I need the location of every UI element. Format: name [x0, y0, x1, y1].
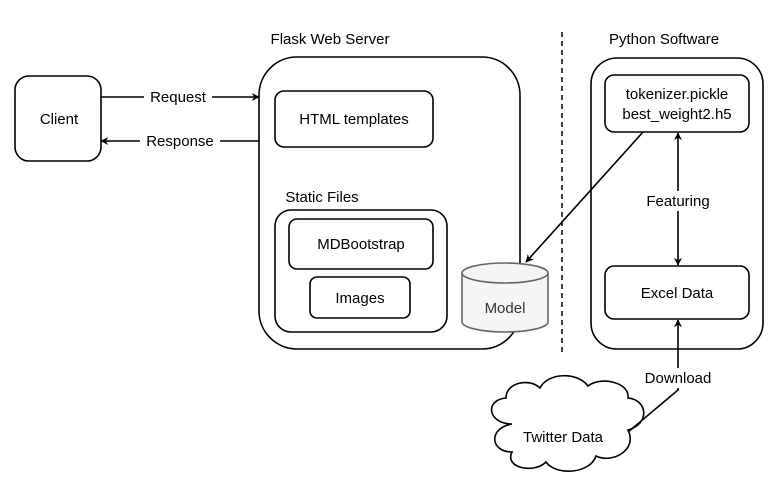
html-templates-box [274, 90, 434, 148]
weights-line2: best_weight2.h5 [622, 106, 731, 123]
images-label: Images [335, 290, 384, 307]
static-files-title: Static Files [285, 189, 358, 206]
flask-server-title: Flask Web Server [271, 31, 390, 48]
excel-data-box [604, 265, 750, 320]
request-label: Request [150, 89, 207, 106]
weights-to-model-arrow [525, 131, 644, 263]
response-label: Response [146, 133, 214, 150]
response-label-bg [140, 132, 220, 150]
client-label: Client [40, 111, 79, 128]
python-software-title: Python Software [609, 31, 719, 48]
weights-box [604, 74, 750, 133]
model-cylinder: Model [461, 262, 549, 333]
html-templates-label: HTML templates [299, 111, 408, 128]
weights-line1: tokenizer.pickle [626, 86, 729, 103]
request-label-bg [144, 88, 212, 106]
download-arrow [627, 319, 682, 433]
mdbootstrap-box [288, 218, 434, 270]
twitter-data-label: Twitter Data [523, 429, 604, 446]
featuring-label: Featuring [646, 193, 709, 210]
excel-data-label: Excel Data [641, 285, 714, 302]
featuring-label-bg [636, 191, 720, 211]
download-label-bg [636, 368, 720, 388]
download-label: Download [645, 370, 712, 387]
twitter-data-cloud [490, 375, 645, 472]
mdbootstrap-label: MDBootstrap [317, 236, 405, 253]
model-label: Model [485, 300, 526, 317]
images-box [309, 276, 411, 319]
client-box [14, 75, 102, 162]
